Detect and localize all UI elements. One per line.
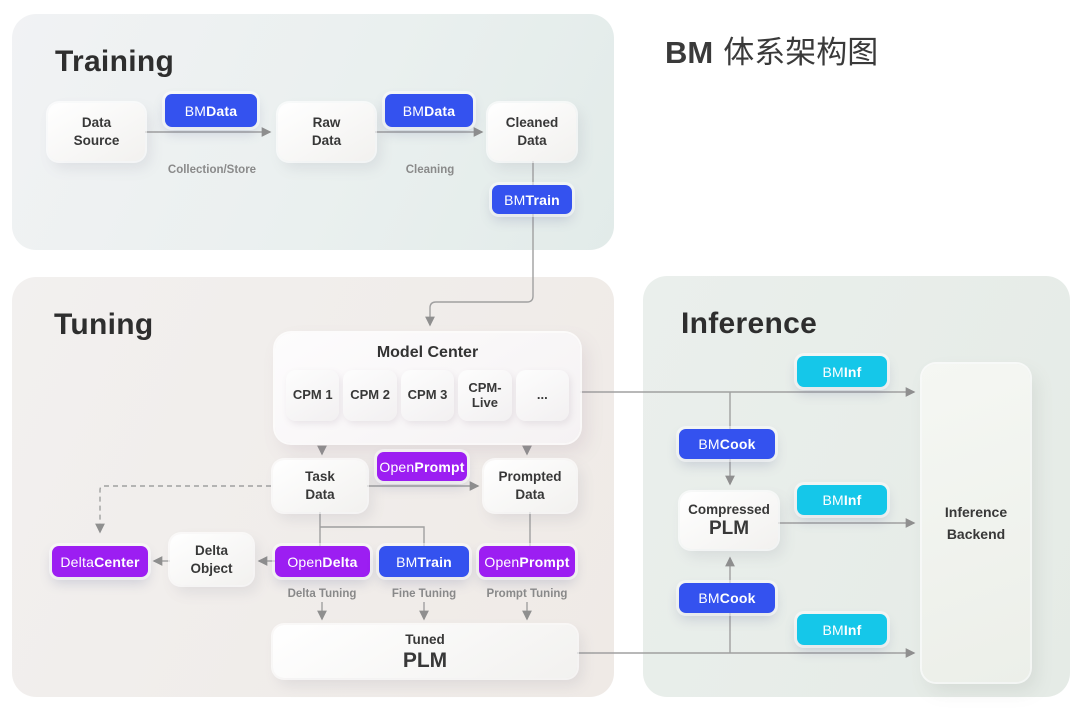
openprompt-bold: Prompt [519,553,570,570]
bmtrain-bold: Train [417,553,452,570]
data-source-line2: Source [73,133,120,148]
bminf-prefix: BM [822,363,844,380]
raw-data-box: Raw Data [278,103,375,161]
compressed-plm-line1: Compressed [688,502,770,518]
bmdata-bold: Data [424,102,456,119]
model-center-box: Model Center CPM 1 CPM 2 CPM 3 CPM-Live … [275,333,580,443]
data-source-line1: Data [81,115,112,131]
cleaned-data-line2: Data [517,133,547,148]
page-title-brand: BM [665,35,714,70]
page-title-text: 体系架构图 [723,35,879,70]
more-models-box: ... [515,370,570,421]
training-heading: Training [55,45,175,78]
compressed-plm-box: Compressed PLM [680,492,778,549]
cleaned-data-line1: Cleaned [505,115,559,131]
opendelta-bold: Delta [322,553,358,570]
bmdata-bold: Data [206,102,238,119]
cleaning-label: Cleaning [405,164,455,176]
tuned-plm-line2: PLM [402,648,448,672]
cleaned-data-box: Cleaned Data [488,103,576,161]
opendelta-prefix: Open [287,553,323,570]
bminf-bold: Inf [843,492,862,508]
cpm3-box: CPM 3 [400,370,455,421]
bmdata-prefix: BM [402,102,425,119]
cpm1-box: CPM 1 [286,370,340,421]
tuned-plm-line1: Tuned [405,632,445,648]
page-title: BM 体系架构图 [665,27,878,72]
model-center-row: CPM 1 CPM 2 CPM 3 CPM-Live ... [275,362,580,421]
cpm2-box: CPM 2 [343,370,397,421]
bmtrain-bold: Train [525,191,560,208]
collection-store-label: Collection/Store [167,164,257,176]
prompted-data-line2: Data [515,487,545,502]
bmcook-prefix: BM [698,590,720,606]
bminf-prefix: BM [822,621,844,638]
openprompt-prefix: Open [379,458,415,475]
inference-backend-box: Inference Backend [922,364,1030,682]
delta-object-line2: Object [190,560,233,576]
inference-backend-line1: Inference [944,503,1008,520]
task-data-line1: Task [305,469,335,485]
deltacenter-prefix: Delta [60,553,95,570]
raw-data-line2: Data [311,133,342,148]
prompted-data-box: Prompted Data [484,460,576,512]
delta-object-line1: Delta [194,542,228,558]
inference-heading: Inference [681,307,818,340]
model-center-title: Model Center [376,344,479,361]
bmdata-prefix: BM [184,102,207,119]
data-source-box: Data Source [48,103,145,161]
delta-tuning-label: Delta Tuning [287,588,357,600]
openprompt-prefix: Open [484,553,520,570]
bmcook-prefix: BM [698,436,720,452]
compressed-plm-line2: PLM [708,517,750,539]
bmcook-bold: Cook [719,436,756,452]
deltacenter-bold: Center [94,553,140,570]
delta-object-box: Delta Object [170,534,253,585]
task-data-box: Task Data [273,460,367,512]
bminf-prefix: BM [822,492,844,508]
openprompt-bold: Prompt [414,458,465,475]
fine-tuning-label: Fine Tuning [391,588,457,600]
tuning-heading: Tuning [54,308,154,341]
bmtrain-prefix: BM [504,191,526,208]
bmcook-bold: Cook [719,590,756,606]
prompt-tuning-label: Prompt Tuning [486,588,568,600]
prompted-data-line1: Prompted [498,469,562,485]
bminf-bold: Inf [843,363,862,380]
raw-data-line1: Raw [312,115,341,131]
bminf-bold: Inf [843,621,862,638]
bmtrain-prefix: BM [396,553,418,570]
tuned-plm-box: Tuned PLM [273,625,577,678]
inference-backend-line2: Backend [946,526,1006,542]
task-data-line2: Data [305,487,335,502]
cpm-live-box: CPM-Live [458,370,512,421]
